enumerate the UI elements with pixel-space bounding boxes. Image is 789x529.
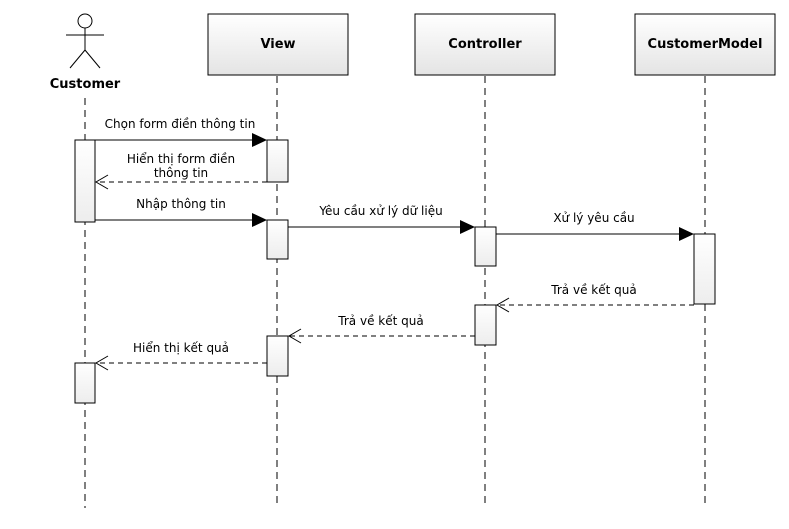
activation-view-3: [266, 335, 289, 377]
message-label: Trả về kết quả: [550, 283, 636, 297]
actor-head: [77, 13, 93, 29]
arrowhead-filled: [252, 213, 267, 227]
message-2: Hiển thị form điền thông tin: [95, 152, 267, 190]
arrowhead-open: [496, 297, 510, 313]
participant-label-view: View: [260, 37, 295, 52]
message-label: Trả về kết quả: [337, 314, 423, 328]
message-3: Nhập thông tin: [95, 197, 267, 227]
message-8: Hiển thị kết quả: [95, 341, 267, 371]
arrowhead-open: [95, 355, 109, 371]
activation-view-2: [266, 219, 289, 260]
activation-controller-1: [474, 226, 497, 267]
activation-customer-2: [74, 362, 96, 404]
message-label-line-1: Hiển thị form điền: [127, 152, 235, 166]
message-1: Chọn form điền thông tin: [95, 117, 267, 147]
message-5: Xử lý yêu cầu: [496, 211, 694, 241]
arrowhead-filled: [460, 220, 475, 234]
arrowhead-filled: [679, 227, 694, 241]
participant-label-customer: Customer: [50, 77, 121, 92]
message-label: Nhập thông tin: [136, 197, 226, 211]
participant-label-controller: Controller: [448, 37, 522, 52]
participant-label-customermodel: CustomerModel: [648, 37, 763, 52]
participant-box-view: [207, 13, 349, 76]
message-label: Chọn form điền thông tin: [105, 117, 256, 131]
message-7: Trả về kết quả: [288, 314, 475, 344]
arrowhead-open: [95, 174, 109, 190]
activation-customermodel-1: [693, 233, 716, 305]
actor-customer: [66, 13, 104, 69]
actor-left-leg: [69, 49, 86, 69]
message-label: Hiển thị kết quả: [133, 341, 229, 355]
activation-controller-2: [474, 304, 497, 346]
participant-box-customermodel: [634, 13, 776, 76]
activation-customer-1: [74, 139, 96, 223]
participant-box-controller: [414, 13, 556, 76]
message-4: Yêu cầu xử lý dữ liệu: [288, 204, 475, 234]
message-label: Yêu cầu xử lý dữ liệu: [318, 204, 442, 218]
message-label-line-2: thông tin: [154, 166, 208, 180]
message-label: Xử lý yêu cầu: [553, 211, 634, 225]
message-6: Trả về kết quả: [496, 283, 694, 313]
actor-right-leg: [84, 49, 101, 69]
activation-view-1: [266, 139, 289, 183]
arrowhead-filled: [252, 133, 267, 147]
arrowhead-open: [288, 328, 302, 344]
